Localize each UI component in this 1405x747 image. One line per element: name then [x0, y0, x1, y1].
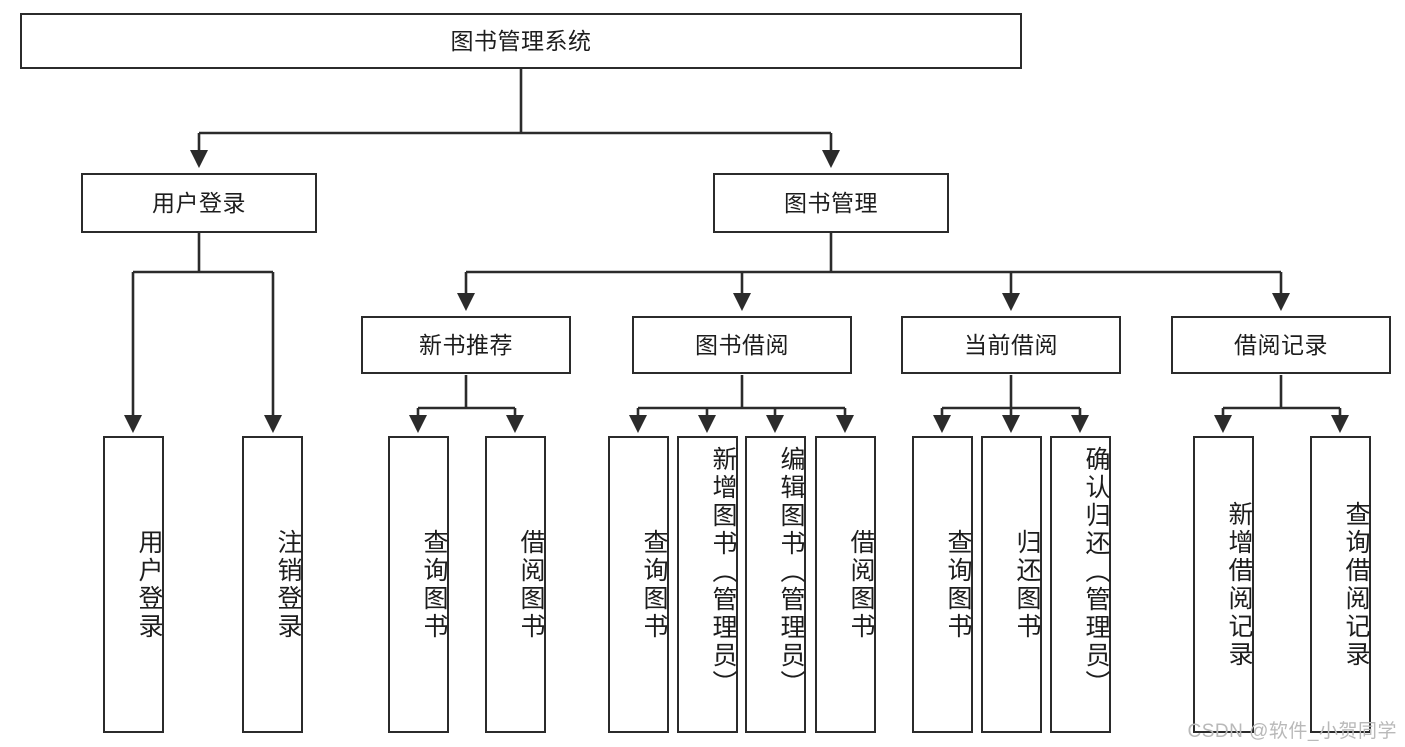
node-leaf-edit-book[interactable]: 编辑图书（管理员） — [745, 436, 806, 733]
node-leaf-add-book[interactable]: 新增图书（管理员） — [677, 436, 738, 733]
node-leaf-user-logout-label: 注销登录 — [274, 528, 302, 641]
node-new-book-recommend[interactable]: 新书推荐 — [361, 316, 571, 374]
node-leaf-borrow-book-2-label: 借阅图书 — [847, 528, 875, 641]
node-book-borrow[interactable]: 图书借阅 — [632, 316, 852, 374]
watermark: CSDN @软件_小贺同学 — [1187, 721, 1397, 742]
node-leaf-query-book-3[interactable]: 查询图书 — [912, 436, 973, 733]
node-leaf-user-login-label: 用户登录 — [135, 528, 163, 641]
node-leaf-query-record[interactable]: 查询借阅记录 — [1310, 436, 1371, 733]
node-book-manage[interactable]: 图书管理 — [713, 173, 949, 233]
node-leaf-add-record[interactable]: 新增借阅记录 — [1193, 436, 1254, 733]
node-user-login-label: 用户登录 — [152, 189, 246, 216]
node-leaf-query-book-3-label: 查询图书 — [944, 528, 972, 641]
node-current-borrow-label: 当前借阅 — [964, 331, 1058, 358]
node-leaf-confirm-return-label: 确认归还（管理员） — [1082, 446, 1110, 698]
node-book-borrow-label: 图书借阅 — [695, 331, 789, 358]
node-leaf-query-record-label: 查询借阅记录 — [1342, 500, 1370, 669]
node-user-login[interactable]: 用户登录 — [81, 173, 317, 233]
node-leaf-edit-book-label: 编辑图书（管理员） — [777, 446, 805, 698]
node-leaf-query-book-2[interactable]: 查询图书 — [608, 436, 669, 733]
node-leaf-query-book-1[interactable]: 查询图书 — [388, 436, 449, 733]
node-leaf-confirm-return[interactable]: 确认归还（管理员） — [1050, 436, 1111, 733]
node-new-book-recommend-label: 新书推荐 — [419, 331, 513, 358]
node-leaf-user-login[interactable]: 用户登录 — [103, 436, 164, 733]
node-leaf-return-book[interactable]: 归还图书 — [981, 436, 1042, 733]
node-leaf-borrow-book-1[interactable]: 借阅图书 — [485, 436, 546, 733]
node-book-manage-label: 图书管理 — [784, 189, 878, 216]
node-leaf-borrow-book-1-label: 借阅图书 — [517, 528, 545, 641]
node-leaf-add-record-label: 新增借阅记录 — [1225, 500, 1253, 669]
node-leaf-borrow-book-2[interactable]: 借阅图书 — [815, 436, 876, 733]
node-borrow-record[interactable]: 借阅记录 — [1171, 316, 1391, 374]
node-leaf-user-logout[interactable]: 注销登录 — [242, 436, 303, 733]
node-leaf-query-book-1-label: 查询图书 — [420, 528, 448, 641]
node-current-borrow[interactable]: 当前借阅 — [901, 316, 1121, 374]
node-leaf-query-book-2-label: 查询图书 — [640, 528, 668, 641]
node-borrow-record-label: 借阅记录 — [1234, 331, 1328, 358]
node-leaf-add-book-label: 新增图书（管理员） — [709, 446, 737, 698]
node-leaf-return-book-label: 归还图书 — [1013, 528, 1041, 641]
node-root[interactable]: 图书管理系统 — [20, 13, 1022, 69]
node-root-label: 图书管理系统 — [450, 27, 592, 54]
